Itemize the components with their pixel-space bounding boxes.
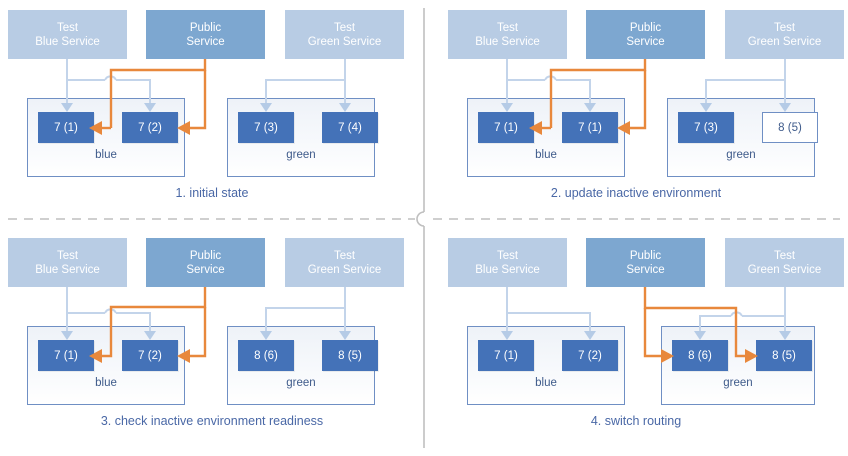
service-test-green-line1: Test [333,249,356,262]
instance-blue-2[interactable]: 7 (2) [122,340,178,371]
env-green-label: green [726,149,756,161]
service-test-green-line2: Green Service [747,35,822,48]
service-test-blue-line2: Blue Service [35,263,100,276]
env-blue-label: blue [535,149,557,161]
instance-blue-1[interactable]: 7 (1) [478,340,534,371]
instance-green-1[interactable]: 7 (3) [678,112,734,143]
service-test-blue-line2: Blue Service [475,263,540,276]
env-green-label: green [723,377,753,389]
instance-blue-1[interactable]: 7 (1) [38,112,94,143]
service-test-blue-line2: Blue Service [475,35,540,48]
panel-2-caption: 2. update inactive environment [550,186,722,200]
env-blue-label: blue [95,377,117,389]
service-test-green-line2: Green Service [307,35,382,48]
service-test-green-line1: Test [773,249,796,262]
service-test-blue-line1: Test [56,249,79,262]
service-test-blue-line1: Test [56,21,79,34]
instance-green-2[interactable]: 7 (4) [322,112,378,143]
service-test-blue-line1: Test [496,249,519,262]
service-test-green-line1: Test [333,21,356,34]
service-test-green-line2: Green Service [307,263,382,276]
service-public-line2: Service [186,35,225,48]
service-public-line2: Service [186,263,225,276]
env-blue-label: blue [535,377,557,389]
instance-green-1[interactable]: 8 (6) [238,340,294,371]
service-public-line2: Service [626,35,665,48]
instance-green-1[interactable]: 8 (6) [672,340,728,371]
service-test-blue-line1: Test [496,21,519,34]
service-public-line2: Service [626,263,665,276]
service-test-green-line1: Test [773,21,796,34]
instance-blue-1[interactable]: 7 (1) [38,340,94,371]
service-public-line1: Public [629,249,662,262]
instance-green-1[interactable]: 7 (3) [238,112,294,143]
env-green-label: green [286,149,316,161]
service-public-line1: Public [629,21,662,34]
panel-3-connectors [61,287,351,363]
service-public-line1: Public [189,21,222,34]
panel-4-caption: 4. switch routing [590,414,682,428]
panel-1-connectors [61,59,351,135]
panel-1-caption: 1. initial state [175,186,249,200]
panel-4-connectors [501,287,791,363]
instance-green-2[interactable]: 8 (5) [762,112,818,143]
instance-blue-2[interactable]: 7 (1) [562,112,618,143]
service-test-green-line2: Green Service [747,263,822,276]
instance-blue-1[interactable]: 7 (1) [478,112,534,143]
instance-blue-2[interactable]: 7 (2) [122,112,178,143]
instance-blue-2[interactable]: 7 (2) [562,340,618,371]
service-test-blue-line2: Blue Service [35,35,100,48]
env-green-label: green [286,377,316,389]
panel-3-caption: 3. check inactive environment readiness [100,414,324,428]
panel-2-connectors [501,59,791,135]
instance-green-2[interactable]: 8 (5) [756,340,812,371]
instance-green-2[interactable]: 8 (5) [322,340,378,371]
service-public-line1: Public [189,249,222,262]
env-blue-label: blue [95,149,117,161]
